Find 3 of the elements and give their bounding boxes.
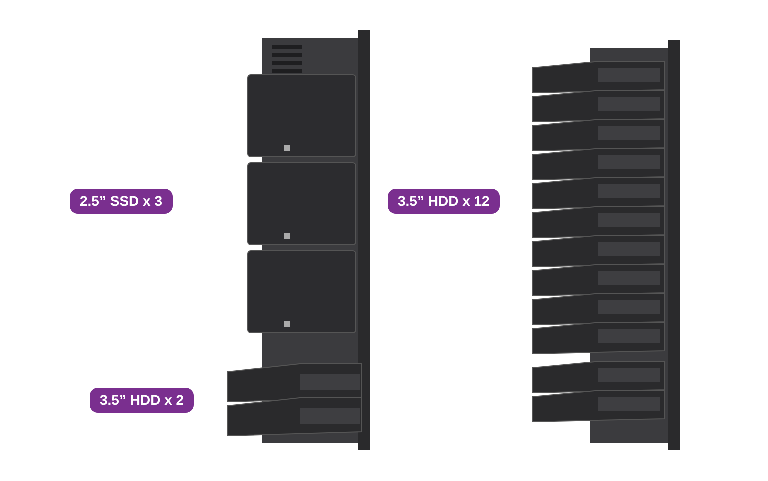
capacity-tag: 3.5” HDD x 12: [388, 189, 500, 214]
capacity-tag: 3.5” HDD x 2: [90, 388, 194, 413]
capacity-tag: 2.5” SSD x 3: [70, 189, 172, 214]
